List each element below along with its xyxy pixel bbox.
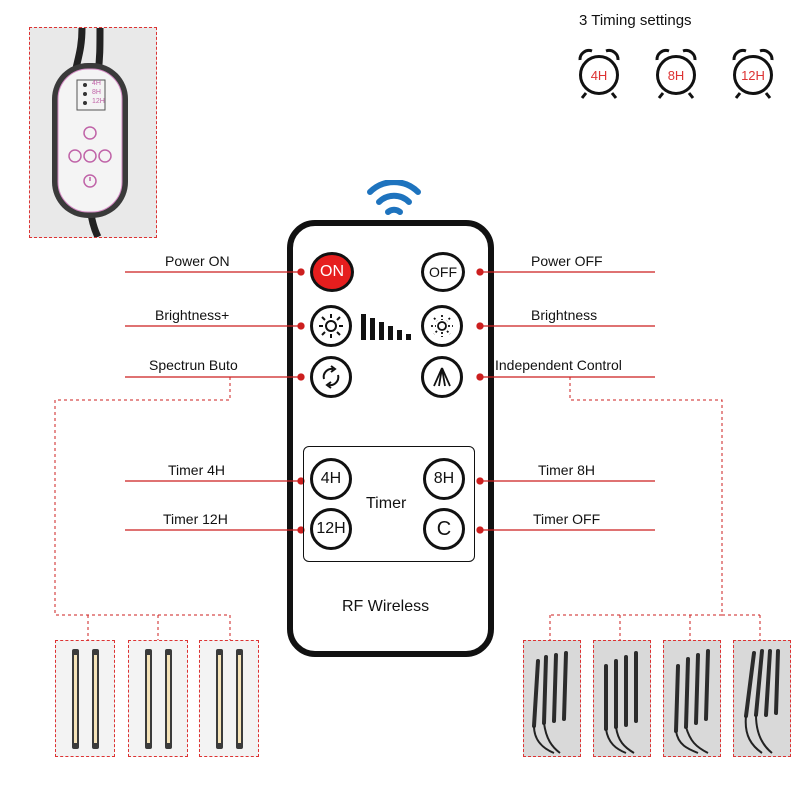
timer-8h-button[interactable]: 8H [423, 458, 465, 500]
timer-12h-button[interactable]: 12H [310, 508, 352, 550]
label-timer-8h: Timer 8H [538, 462, 596, 478]
clock-face-12h: 12H [733, 55, 773, 95]
label-timer-12h: Timer 12H [163, 511, 228, 527]
controller-illustration [52, 27, 128, 239]
spectrum-cycle-button[interactable] [310, 356, 352, 398]
label-brightness-plus: Brightness+ [155, 307, 230, 323]
light-bar-illustration [674, 649, 710, 754]
controller-timer-12h: 12H [92, 98, 105, 105]
light-photo-2head-2 [128, 640, 188, 757]
timing-settings-title: 3 Timing settings [579, 12, 692, 29]
sun-icon [319, 314, 343, 338]
label-independent-control: Independent Control [495, 357, 622, 373]
brightness-level-bars-icon [361, 314, 411, 340]
light-bar-illustration [145, 649, 172, 749]
brightness-down-button[interactable] [421, 305, 463, 347]
label-spectrum-auto: Spectrun Buto [149, 357, 238, 373]
label-timer-4h: Timer 4H [168, 462, 226, 478]
wireless-signal-icon [367, 180, 421, 215]
rf-wireless-label: RF Wireless [342, 598, 430, 615]
light-photo-2head-1 [55, 640, 115, 757]
timer-4h-button[interactable]: 4H [310, 458, 352, 500]
light-photo-2head-3 [199, 640, 259, 757]
controller-photo: 4H 8H 12H [29, 27, 157, 239]
light-bar-illustration [604, 651, 638, 754]
label-timer-off: Timer OFF [533, 511, 601, 527]
label-power-off: Power OFF [531, 253, 603, 269]
light-bar-illustration [532, 651, 568, 754]
light-photo-4head-3 [663, 640, 721, 757]
dim-sun-icon [431, 315, 453, 337]
light-photo-4head-4 [733, 640, 791, 757]
alarm-bells-icon [732, 49, 774, 99]
label-brightness: Brightness [531, 307, 598, 323]
timer-group-box [303, 446, 475, 562]
brightness-up-button[interactable] [310, 305, 352, 347]
alarm-clock-icon-8h: 8H [653, 47, 699, 99]
clock-face-4h: 4H [579, 55, 619, 95]
spread-lines-icon [433, 367, 451, 387]
remote-body [287, 220, 494, 657]
alarm-bells-icon [655, 49, 697, 99]
timer-off-button[interactable]: C [423, 508, 465, 550]
light-bar-illustration [72, 649, 99, 749]
clock-face-8h: 8H [656, 55, 696, 95]
alarm-clock-icon-12h: 12H [730, 47, 776, 99]
light-bar-illustration [744, 649, 780, 754]
alarm-clock-icon-4h: 4H [576, 47, 622, 99]
light-bar-illustration [216, 649, 243, 749]
controller-timer-4h: 4H [92, 80, 101, 87]
timer-box-label: Timer [366, 495, 407, 512]
power-off-button[interactable]: OFF [421, 252, 465, 292]
controller-timer-8h: 8H [92, 89, 101, 96]
power-on-button[interactable]: ON [310, 252, 354, 292]
cycle-arrows-icon [322, 365, 340, 389]
label-power-on: Power ON [165, 253, 230, 269]
light-photo-4head-2 [593, 640, 651, 757]
independent-control-button[interactable] [421, 356, 463, 398]
light-photo-4head-1 [523, 640, 581, 757]
alarm-bells-icon [578, 49, 620, 99]
